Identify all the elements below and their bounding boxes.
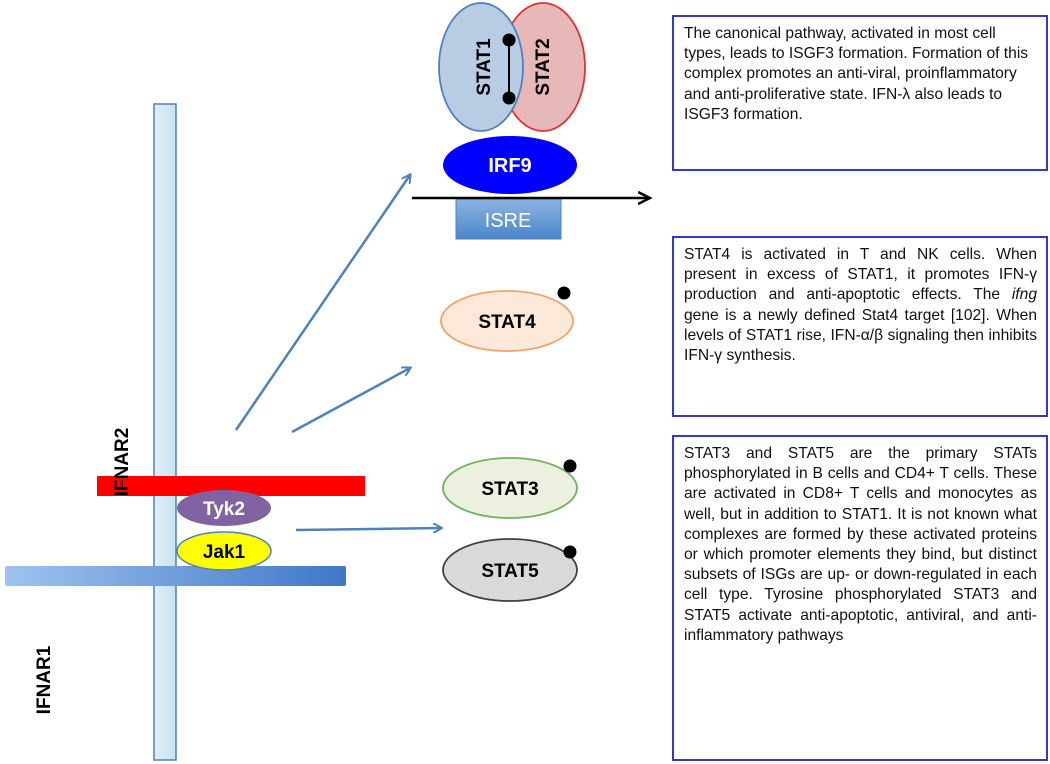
stat2-label: STAT2 — [533, 38, 554, 95]
irf9-label: IRF9 — [488, 155, 531, 177]
arrow-to-stat4 — [291, 368, 410, 434]
phospho-dot-stat3 — [563, 459, 577, 473]
jak1-label: Jak1 — [203, 542, 246, 563]
phospho-dot-stat5 — [563, 545, 577, 559]
tyk2-node — [177, 490, 271, 526]
phospho-dot-stat-dimer-top — [502, 33, 516, 47]
membrane-bar — [153, 103, 177, 761]
isre-box — [455, 198, 562, 240]
ifnar2-label: IFNAR2 — [112, 428, 133, 497]
ifnar2-bar — [97, 476, 365, 496]
stat3-stat5-textbox: STAT3 and STAT5 are the primary STATs ph… — [672, 435, 1048, 761]
stat5-label: STAT5 — [481, 561, 539, 582]
canonical-pathway-text: The canonical pathway, activated in most… — [684, 25, 1029, 123]
stat4-textbox: STAT4 is activated in T and NK cells. Wh… — [672, 236, 1048, 417]
ifnar1-bar — [5, 566, 346, 586]
isre-label: ISRE — [485, 210, 532, 232]
arrow-to-stat3-stat5 — [295, 528, 441, 530]
phospho-dot-stat-dimer-bottom — [502, 91, 516, 105]
stat4-text: STAT4 is activated in T and NK cells. Wh… — [684, 245, 1037, 366]
ifnar1-label: IFNAR1 — [34, 645, 55, 714]
stat4-text-part1: STAT4 is activated in T and NK cells. Wh… — [684, 246, 1037, 304]
jak1-node — [176, 531, 272, 571]
tyk2-label: Tyk2 — [203, 499, 245, 520]
canonical-pathway-textbox: The canonical pathway, activated in most… — [672, 15, 1048, 171]
stat4-text-gene: ifng — [1011, 286, 1037, 304]
stat4-text-part2: gene is a newly defined Stat4 target [10… — [684, 306, 1037, 365]
stat5-node — [442, 538, 578, 602]
stat4-node — [440, 290, 574, 352]
stat4-label: STAT4 — [478, 312, 536, 333]
phospho-dot-stat4 — [557, 286, 571, 300]
stat1-label: STAT1 — [474, 38, 495, 96]
stat3-label: STAT3 — [481, 479, 538, 500]
arrow-to-isgf3 — [234, 175, 410, 431]
stat3-stat5-text: STAT3 and STAT5 are the primary STATs ph… — [684, 445, 1037, 644]
stat1-node — [438, 2, 524, 132]
irf9-node — [443, 136, 577, 194]
stat3-node — [442, 457, 578, 519]
